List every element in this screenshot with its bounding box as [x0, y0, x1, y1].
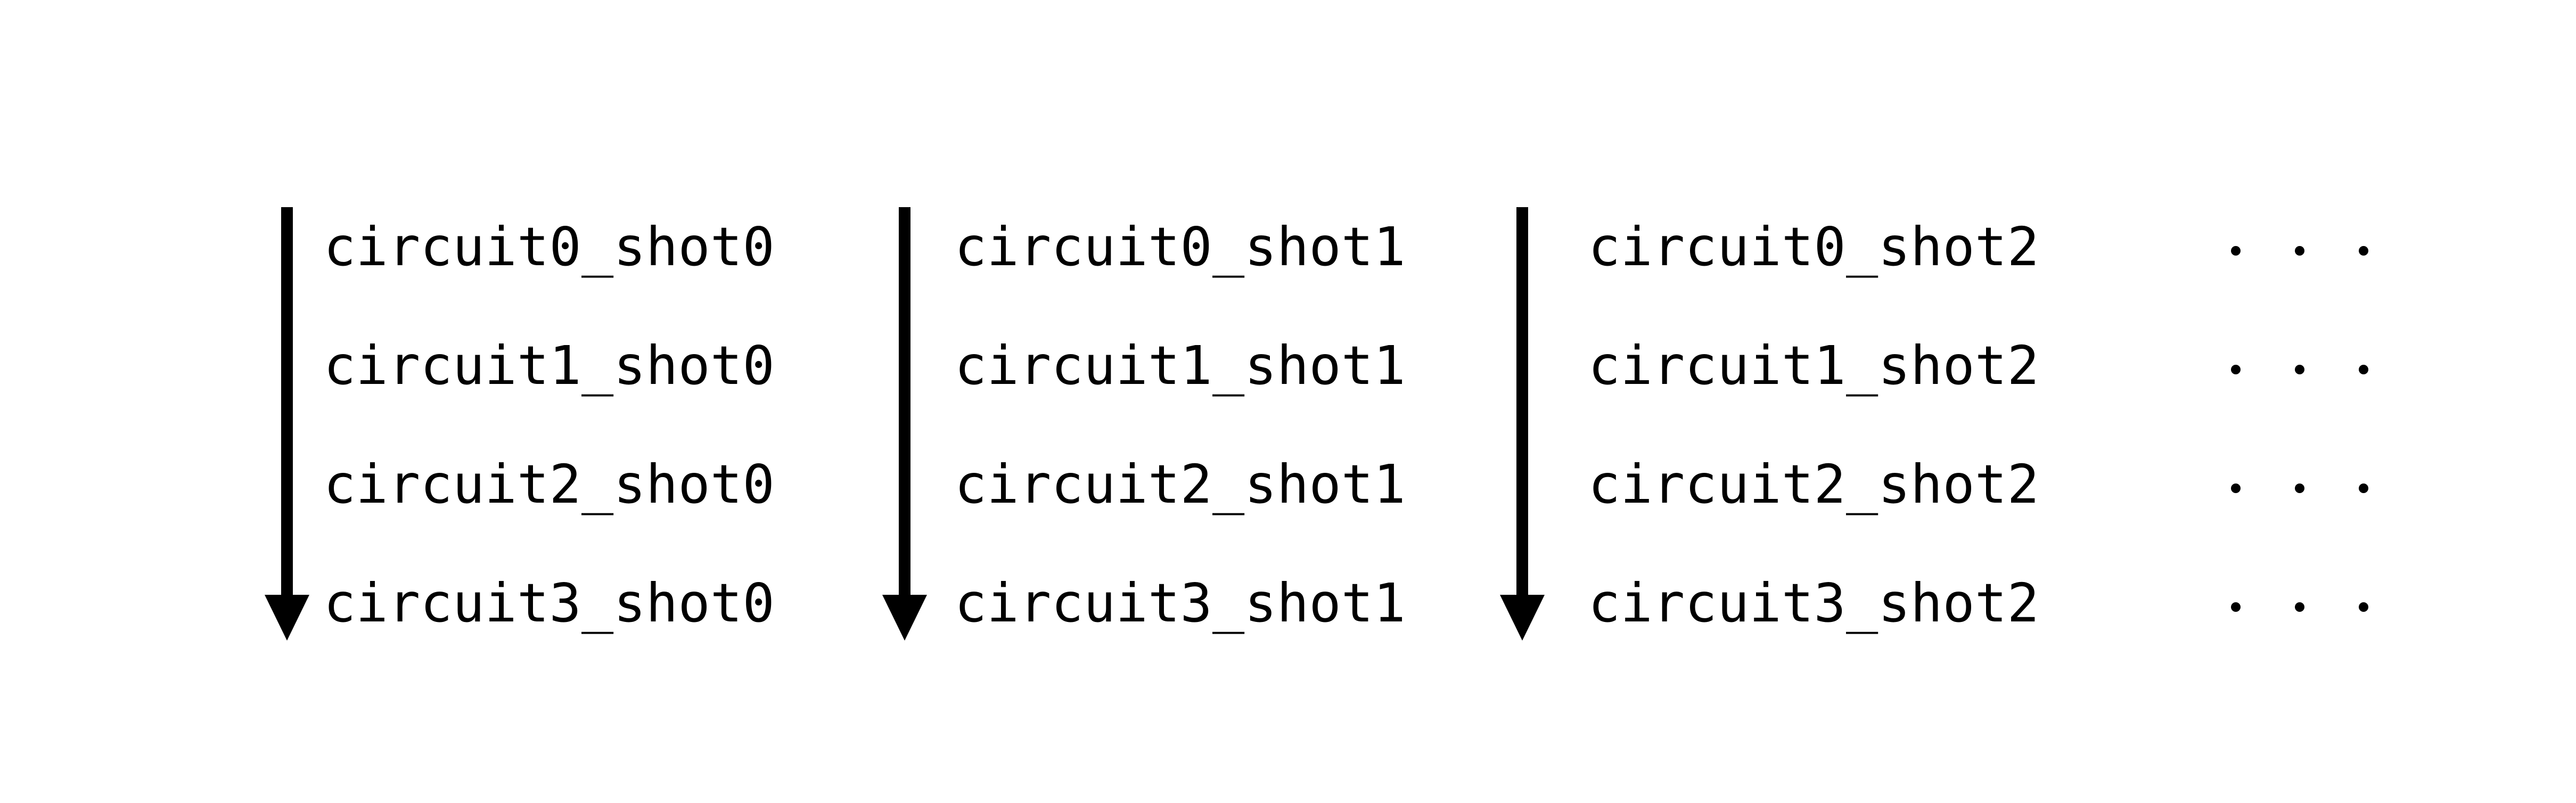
down-arrow-shaft — [898, 207, 910, 603]
down-arrow-shaft — [281, 207, 293, 603]
ellipsis-dot — [2359, 246, 2368, 256]
circuit-shot-label: circuit2_shot0 — [324, 453, 775, 515]
ellipsis-dot — [2231, 602, 2241, 612]
circuit-shot-label: circuit2_shot2 — [1588, 453, 2040, 515]
down-arrow-head-icon — [264, 595, 309, 641]
circuit-shot-label: circuit0_shot1 — [955, 216, 1406, 278]
ellipsis-dot — [2359, 602, 2368, 612]
down-arrow-shaft — [1516, 207, 1528, 603]
down-arrow-head-icon — [1499, 595, 1545, 641]
circuit-shot-label: circuit1_shot0 — [324, 334, 775, 397]
circuit-shot-label: circuit1_shot2 — [1588, 334, 2040, 397]
circuit-shot-label: circuit1_shot1 — [955, 334, 1406, 397]
ellipsis-dot — [2295, 602, 2304, 612]
down-arrow-head-icon — [882, 595, 927, 641]
circuit-shot-label: circuit2_shot1 — [955, 453, 1406, 515]
circuit-shot-label: circuit3_shot0 — [324, 572, 775, 634]
ellipsis-dot — [2231, 484, 2241, 493]
ellipsis-dot — [2295, 246, 2304, 256]
ellipsis-dot — [2295, 484, 2304, 493]
ellipsis-dot — [2231, 246, 2241, 256]
ellipsis-dot — [2359, 365, 2368, 374]
circuit-shot-label: circuit0_shot2 — [1588, 216, 2040, 278]
ellipsis-dot — [2295, 365, 2304, 374]
circuit-shot-label: circuit0_shot0 — [324, 216, 775, 278]
ellipsis-dot — [2231, 365, 2241, 374]
ellipsis-dot — [2359, 484, 2368, 493]
circuit-shot-label: circuit3_shot2 — [1588, 572, 2040, 634]
circuit-shot-label: circuit3_shot1 — [955, 572, 1406, 634]
